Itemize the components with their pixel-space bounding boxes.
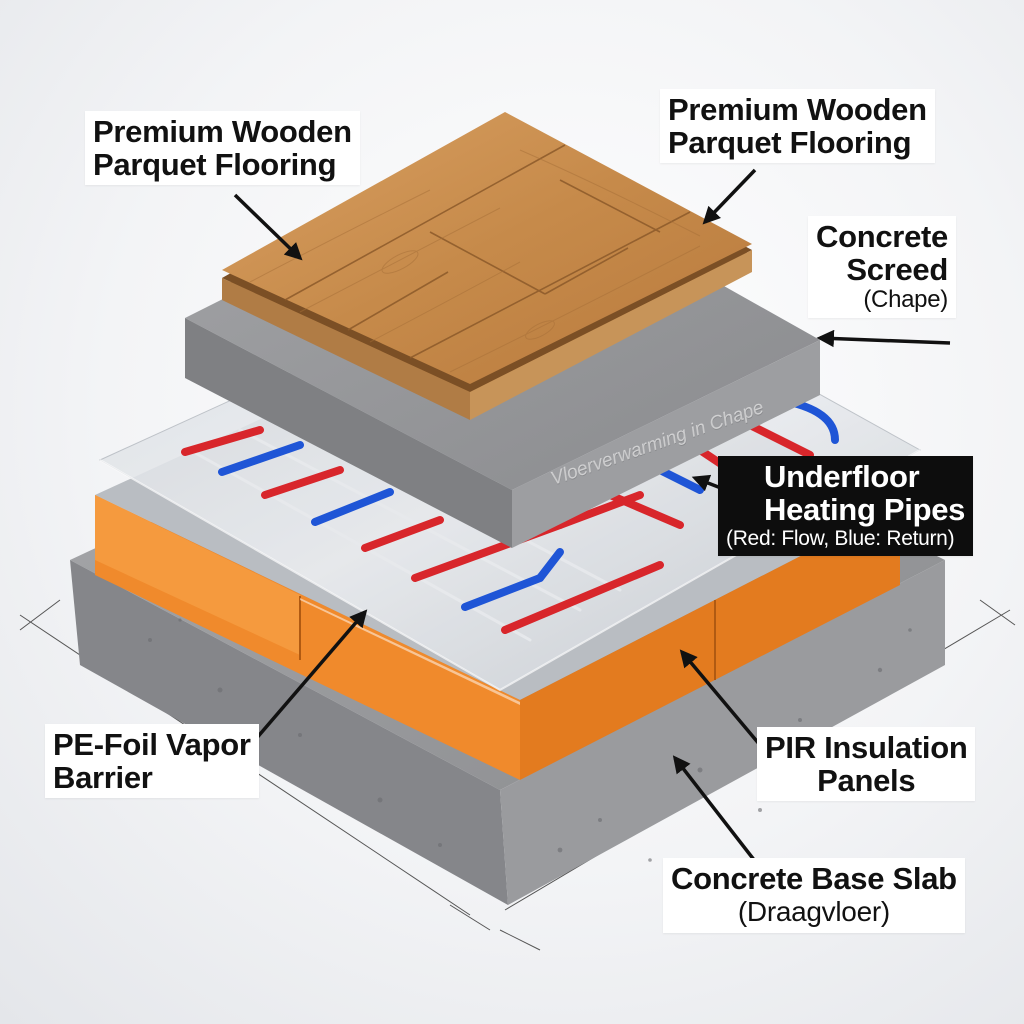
label-screed-line2: Screed: [846, 252, 948, 287]
arrow-parquet-left: [233, 193, 303, 261]
label-heating-line2: Heating Pipes: [764, 492, 966, 527]
arrow-screed: [816, 329, 951, 348]
wooden-parquet-flooring: [222, 112, 752, 420]
label-insulation-line2: Panels: [817, 763, 916, 798]
label-screed-sub: (Chape): [863, 286, 948, 313]
arrow-base: [672, 755, 760, 867]
arrow-parquet-right: [702, 168, 757, 225]
arrow-vapor: [253, 609, 368, 742]
label-vapor-line1: PE-Foil Vapor: [53, 727, 251, 762]
arrow-insulation: [679, 649, 762, 747]
label-parquet-left: Premium Wooden Parquet Flooring: [85, 111, 360, 185]
label-vapor: PE-Foil Vapor Barrier: [45, 724, 259, 798]
label-insulation: PIR Insulation Panels: [757, 727, 976, 801]
label-parquet-left-line1: Premium Wooden: [93, 114, 352, 149]
label-base-sub: (Draagvloer): [737, 896, 890, 927]
label-base-line1: Concrete Base Slab: [671, 861, 957, 896]
label-parquet-right-line2: Parquet Flooring: [668, 125, 912, 160]
label-heating-sub: (Red: Flow, Blue: Return): [726, 527, 955, 550]
label-insulation-line1: PIR Insulation: [765, 730, 968, 765]
label-screed: Concrete Screed (Chape): [808, 216, 956, 318]
label-heating-line1: Underfloor: [764, 459, 920, 494]
label-parquet-left-line2: Parquet Flooring: [93, 147, 337, 182]
label-screed-line1: Concrete: [816, 219, 948, 254]
label-vapor-line2: Barrier: [53, 760, 153, 795]
label-heating: Underfloor Heating Pipes (Red: Flow, Blu…: [718, 456, 974, 556]
label-base: Concrete Base Slab (Draagvloer): [663, 858, 965, 933]
label-parquet-right: Premium Wooden Parquet Flooring: [660, 89, 935, 163]
label-parquet-right-line1: Premium Wooden: [668, 92, 927, 127]
